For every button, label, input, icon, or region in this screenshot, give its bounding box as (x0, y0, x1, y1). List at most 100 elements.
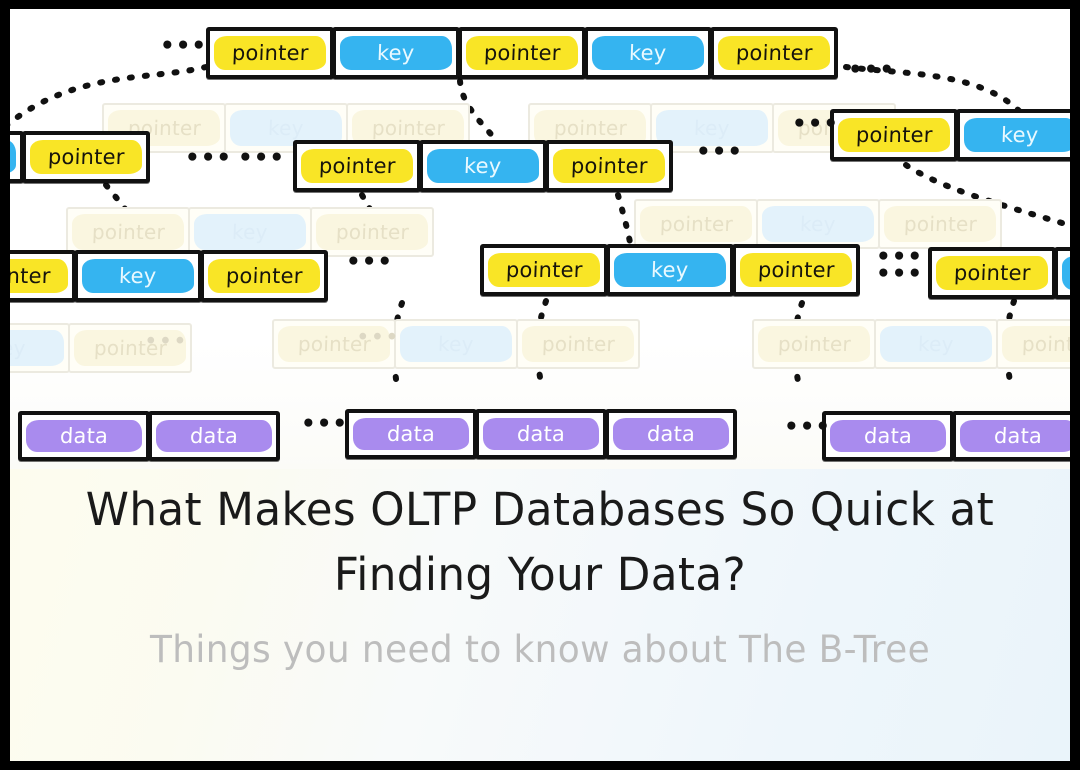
cell-label: key (231, 220, 269, 244)
highlight-swatch (82, 259, 194, 293)
cell-label: key (650, 257, 690, 282)
cell-label: key (376, 40, 416, 65)
highlight-swatch (830, 420, 946, 452)
highlight-swatch (194, 214, 306, 250)
cell-label: data (993, 423, 1043, 448)
ellipsis-marker: ••• (356, 325, 400, 351)
highlight-swatch (656, 110, 768, 146)
key-cell: key (1054, 247, 1070, 299)
highlight-swatch (553, 149, 665, 183)
pointer-cell: pointer (830, 109, 958, 161)
highlight-swatch (278, 326, 390, 362)
cell-label: pointer (318, 153, 396, 178)
key-cell: key (74, 250, 202, 302)
highlight-swatch (10, 259, 68, 293)
cell-label: pointer (1021, 332, 1070, 356)
data-cell: data (345, 409, 477, 459)
highlight-swatch (718, 36, 830, 70)
cell-label: data (386, 421, 436, 446)
highlight-swatch (758, 326, 870, 362)
data-cell: data (822, 411, 954, 461)
highlight-swatch (400, 326, 512, 362)
cell-label: pointer (953, 260, 1031, 285)
key-cell: key (606, 244, 734, 296)
highlight-swatch (762, 206, 874, 242)
cell-label: data (863, 423, 913, 448)
highlight-swatch (74, 330, 186, 366)
btree-node: data data (18, 411, 280, 461)
highlight-swatch (592, 36, 704, 70)
ellipsis-marker: ••• (876, 261, 924, 287)
ellipsis-marker: ••• (346, 249, 394, 275)
pointer-cell: pointer (22, 131, 150, 183)
pointer-cell: pointer (458, 27, 586, 79)
highlight-swatch (960, 420, 1070, 452)
cell-label: key (799, 212, 837, 236)
btree-node: pointer key pointer (480, 244, 860, 296)
pointer-cell: pointer (68, 323, 192, 373)
ellipsis-marker: ••• (876, 244, 924, 270)
page-title: What Makes OLTP Databases So Quick at Fi… (26, 477, 1054, 608)
btree-node: pointer key (928, 247, 1070, 299)
cell-label: pointer (757, 257, 835, 282)
key-cell: key (188, 207, 312, 257)
page-subtitle: Things you need to know about The B-Tree (149, 627, 931, 671)
pointer-cell: pointer (928, 247, 1056, 299)
btree-node: pointer key pointer key pointer (206, 27, 838, 79)
cell-label: key (628, 40, 668, 65)
cell-label: key (118, 263, 158, 288)
pointer-cell: pointer (634, 199, 758, 249)
cell-label: pointer (505, 257, 583, 282)
cell-label: pointer (231, 40, 309, 65)
cell-label: pointer (553, 116, 627, 140)
data-cell: data (148, 411, 280, 461)
highlight-swatch (10, 330, 64, 366)
cell-label: pointer (483, 40, 561, 65)
pointer-cell: pointer (293, 140, 421, 192)
cell-label: pointer (659, 212, 733, 236)
pointer-cell: pointer (710, 27, 838, 79)
highlight-swatch (936, 256, 1048, 290)
pointer-cell: pointer (10, 250, 76, 302)
highlight-swatch (488, 253, 600, 287)
cell-label: pointer (371, 116, 445, 140)
pointer-cell: pointer (545, 140, 673, 192)
key-cell: key (332, 27, 460, 79)
key-cell: key (419, 140, 547, 192)
title-block: What Makes OLTP Databases So Quick at Fi… (10, 477, 1070, 672)
cell-label: pointer (47, 144, 125, 169)
ellipsis-marker: ••• (848, 57, 896, 83)
highlight-swatch (880, 326, 992, 362)
cell-label: pointer (735, 40, 813, 65)
highlight-swatch (427, 149, 539, 183)
highlight-swatch (640, 206, 752, 242)
pointer-cell: pointer (516, 319, 640, 369)
cell-label: data (516, 421, 566, 446)
pointer-cell: pointer (480, 244, 608, 296)
key-cell: key (874, 319, 998, 369)
page-title-line-1: What Makes OLTP Databases So Quick at (85, 483, 995, 536)
cell-label: data (59, 423, 109, 448)
highlight-swatch (1062, 256, 1070, 290)
highlight-swatch (156, 420, 272, 452)
highlight-swatch (466, 36, 578, 70)
highlight-swatch (26, 420, 142, 452)
key-cell: key (10, 323, 70, 373)
key-cell: key (394, 319, 518, 369)
cell-label: pointer (777, 332, 851, 356)
highlight-swatch (10, 140, 16, 174)
cell-label: pointer (570, 153, 648, 178)
cell-label: key (463, 153, 503, 178)
cell-label: pointer (335, 220, 409, 244)
ellipsis-marker: ••• (792, 111, 840, 137)
cell-label: key (917, 332, 955, 356)
highlight-swatch (208, 259, 320, 293)
cell-label: pointer (541, 332, 615, 356)
pointer-cell: pointer (272, 319, 396, 369)
